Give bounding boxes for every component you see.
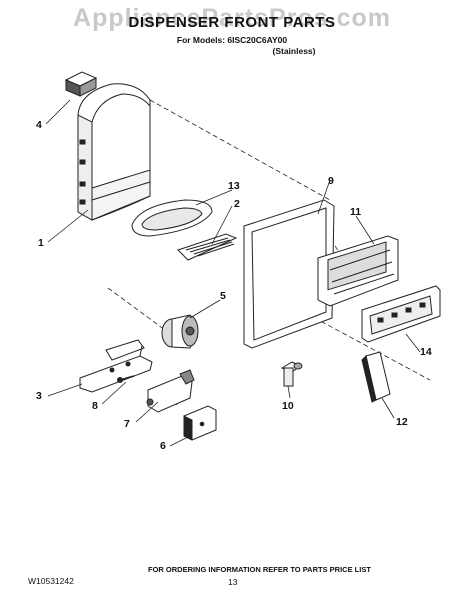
part-14-front-panel	[361, 285, 441, 343]
callout-1: 1	[38, 237, 44, 249]
callout-7: 7	[124, 418, 130, 430]
callout-14: 14	[420, 346, 432, 358]
callout-8: 8	[92, 400, 98, 412]
callout-10: 10	[282, 400, 294, 412]
document-number: W10531242	[28, 576, 74, 586]
leader-lines	[45, 99, 421, 447]
part-8-screw	[117, 375, 135, 383]
diagram-title: DISPENSER FRONT PARTS	[128, 14, 336, 31]
part-9-frame	[243, 199, 335, 349]
callout-11: 11	[350, 206, 362, 218]
callout-6: 6	[160, 440, 166, 452]
callout-5: 5	[220, 290, 226, 302]
callout-9: 9	[328, 175, 334, 187]
callout-2: 2	[234, 198, 240, 210]
part-5-motor	[161, 314, 199, 349]
page-number: 13	[228, 577, 238, 587]
part-12-cover	[361, 351, 391, 403]
callout-4: 4	[36, 119, 42, 131]
part-4-top-module	[64, 71, 98, 97]
part-13-tray	[131, 199, 213, 237]
ordering-notice: FOR ORDERING INFORMATION REFER TO PARTS …	[148, 565, 371, 574]
part-7-actuator	[146, 369, 195, 413]
part-1-dispenser-housing	[77, 83, 151, 221]
callout-13: 13	[228, 180, 240, 192]
part-10-fitting	[280, 361, 303, 387]
variant-label: (Stainless)	[272, 46, 316, 56]
watermark: AppliancePartsPros.com	[73, 4, 391, 32]
part-3-bracket	[79, 339, 153, 393]
callout-12: 12	[396, 416, 408, 428]
part-6-paddle	[183, 405, 217, 441]
part-11-control-board	[317, 235, 399, 307]
part-2-grille	[177, 233, 238, 261]
models-line: For Models: 6ISC20C6AY00	[176, 35, 288, 45]
callout-3: 3	[36, 390, 42, 402]
